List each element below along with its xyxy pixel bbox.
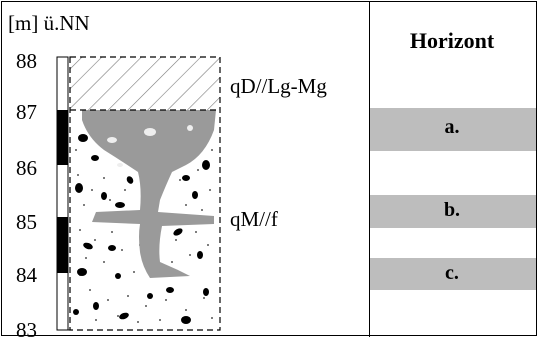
- horizon-header: Horizont: [409, 28, 495, 53]
- axis-unit-label: [m] ü.NN: [8, 11, 90, 35]
- depth-scale-bar: [56, 56, 70, 331]
- horizon-band-c: [370, 258, 536, 290]
- soil-profile-diagram: [m] ü.NN 88 87 86 85 84 83: [8, 11, 327, 338]
- tick-label-87: 87: [16, 100, 37, 124]
- horizon-band-b: [370, 195, 536, 228]
- profile-outline: [69, 56, 221, 331]
- tick-label-86: 86: [16, 156, 37, 180]
- horizon-label-c: c.: [445, 262, 459, 284]
- tick-label-83: 83: [16, 318, 37, 338]
- lower-layer-stippled: [70, 110, 220, 330]
- tick-label-85: 85: [16, 210, 37, 234]
- upper-layer-label: qD//Lg-Mg: [230, 74, 327, 98]
- tick-label-88: 88: [16, 49, 37, 73]
- column-divider: [369, 2, 370, 337]
- lower-layer-label: qM//f: [230, 207, 278, 231]
- horizon-label-b: b.: [443, 199, 461, 221]
- horizon-band-a: [370, 108, 536, 151]
- tick-label-84: 84: [16, 263, 38, 287]
- upper-layer-hatched: [70, 57, 220, 110]
- horizon-label-a: a.: [444, 116, 460, 138]
